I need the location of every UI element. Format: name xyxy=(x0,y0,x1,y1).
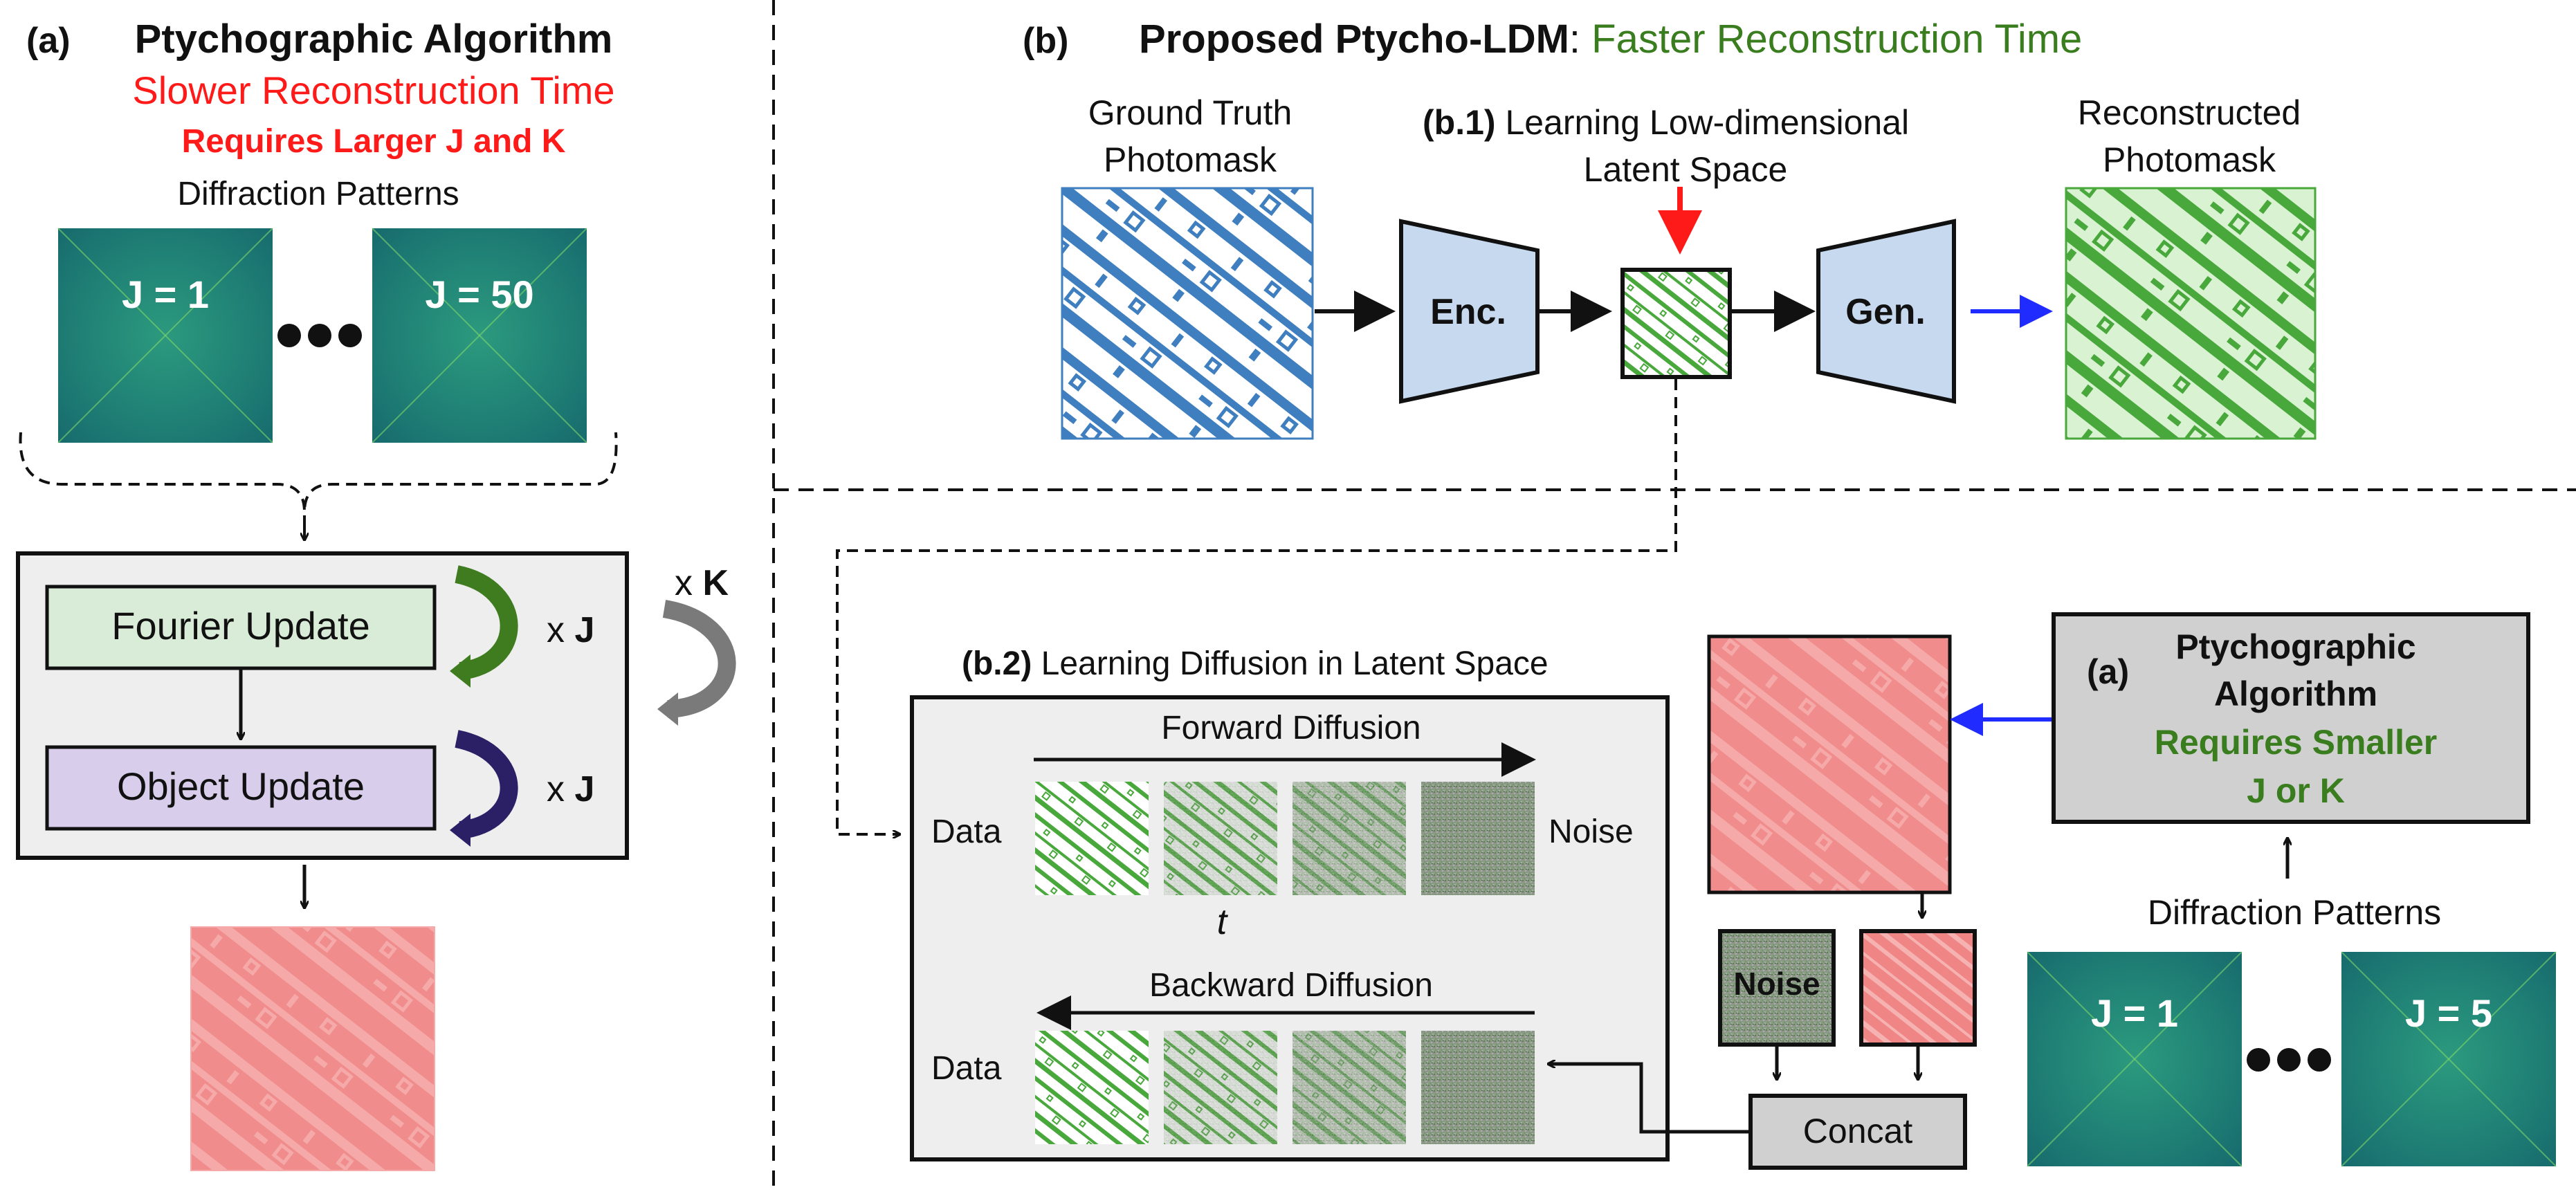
encoder-trapezoid xyxy=(1399,219,1540,404)
object-loop-arrow-head xyxy=(450,814,471,847)
panel-a-title: Ptychographic Algorithm xyxy=(135,17,613,62)
concat-to-backward-arrow xyxy=(1549,1064,1751,1134)
sub-algorithm-line1: Ptychographic xyxy=(2175,627,2415,666)
forward-diffusion-label: Forward Diffusion xyxy=(1161,710,1421,746)
noise-box-label: Noise xyxy=(1733,966,1820,1002)
backward-step-1 xyxy=(1035,1031,1149,1144)
forward-step-2 xyxy=(1164,782,1277,895)
backward-step-3 xyxy=(1292,1031,1406,1144)
concat-box xyxy=(1748,1094,1967,1170)
object-loop-label: x J xyxy=(547,769,594,809)
forward-step-1 xyxy=(1035,782,1149,895)
ground-truth-mask xyxy=(1061,187,1314,440)
reconstructed-label-2: Photomask xyxy=(2103,140,2276,179)
panel-a: (a) Ptychographic Algorithm Slower Recon… xyxy=(16,17,736,1171)
diffusion-panel xyxy=(910,695,1670,1161)
sub-algorithm-box xyxy=(2052,612,2530,824)
reconstructed-label-1: Reconstructed xyxy=(2078,93,2301,132)
ellipsis-dots-b xyxy=(2247,1048,2331,1072)
panel-a-slower-text: Slower Reconstruction Time xyxy=(132,68,614,112)
noise-box: Noise xyxy=(1718,929,1836,1047)
object-loop-arrow xyxy=(455,730,518,839)
forward-step-3 xyxy=(1292,782,1406,895)
panel-a-tag: (a) xyxy=(26,21,71,61)
data-label-top: Data xyxy=(931,814,1002,850)
b1-title-line2: Latent Space xyxy=(1584,150,1788,189)
dashed-brace xyxy=(19,432,618,513)
k-loop-arrow-head xyxy=(657,692,678,726)
data-label-bottom: Data xyxy=(931,1050,1002,1087)
diffraction-pattern-b-1: J = 1 xyxy=(2027,951,2242,1167)
backward-diffusion-label: Backward Diffusion xyxy=(1149,967,1433,1004)
fourier-loop-label: x J xyxy=(547,610,594,650)
concat-label: Concat xyxy=(1803,1112,1913,1150)
fourier-loop-arrow xyxy=(454,565,518,680)
reconstructed-mask-b xyxy=(2065,187,2317,440)
forward-step-4 xyxy=(1421,782,1535,895)
panel-a-requires-text: Requires Larger J and K xyxy=(182,123,566,160)
sub-algorithm-tag: (a) xyxy=(2087,652,2129,691)
k-loop-label: x K xyxy=(675,563,729,603)
latent-representation xyxy=(1620,268,1732,379)
diffraction-pattern-1-label: J = 1 xyxy=(122,273,209,316)
generator-label: Gen. xyxy=(1845,292,1926,332)
small-conditioning-mask xyxy=(1859,929,1977,1047)
k-loop-arrow xyxy=(662,600,736,718)
object-update-box xyxy=(45,745,437,831)
backward-step-4 xyxy=(1421,1031,1535,1144)
b1-title-line1: (b.1) Learning Low-dimensional xyxy=(1423,103,1909,142)
sub-algorithm-line4: J or K xyxy=(2247,771,2345,810)
panel-b: (b) Proposed Ptycho-LDM: Faster Reconstr… xyxy=(836,17,2557,1170)
latent-to-diffusion-connector xyxy=(836,379,1677,834)
diffraction-pattern-b-1-label: J = 1 xyxy=(2091,991,2178,1035)
diffraction-pattern-50: J = 50 xyxy=(372,228,587,443)
conditioning-mask xyxy=(1707,634,1952,894)
diffraction-pattern-1: J = 1 xyxy=(57,228,273,443)
ground-truth-label-1: Ground Truth xyxy=(1088,93,1292,132)
generator-trapezoid xyxy=(1816,219,1956,404)
panel-b-title: Proposed Ptycho-LDM: Faster Reconstructi… xyxy=(1139,17,2082,62)
backward-step-2 xyxy=(1164,1031,1277,1144)
diffraction-label-2: Diffraction Patterns xyxy=(2148,893,2441,932)
diffraction-pattern-b-5: J = 5 xyxy=(2341,951,2557,1167)
panel-a-diffraction-label: Diffraction Patterns xyxy=(177,176,459,212)
sub-algorithm-line3: Requires Smaller xyxy=(2155,723,2438,762)
fourier-update-label: Fourier Update xyxy=(111,604,370,647)
diffraction-pattern-50-label: J = 50 xyxy=(425,273,533,316)
noise-label-top: Noise xyxy=(1549,814,1634,850)
reconstructed-mask-a xyxy=(190,926,435,1171)
panel-b-tag: (b) xyxy=(1023,21,1068,61)
encoder-label: Enc. xyxy=(1430,292,1506,332)
fourier-loop-arrow-head xyxy=(450,654,471,688)
fourier-update-box xyxy=(45,585,437,670)
ellipsis-dots xyxy=(277,324,362,347)
b2-title: (b.2) Learning Diffusion in Latent Space xyxy=(962,645,1549,682)
sub-algorithm-line2: Algorithm xyxy=(2214,674,2377,713)
timestep-label: t xyxy=(1217,902,1229,942)
object-update-label: Object Update xyxy=(117,764,365,808)
ground-truth-label-2: Photomask xyxy=(1104,140,1277,179)
diffraction-pattern-b-5-label: J = 5 xyxy=(2405,991,2492,1035)
